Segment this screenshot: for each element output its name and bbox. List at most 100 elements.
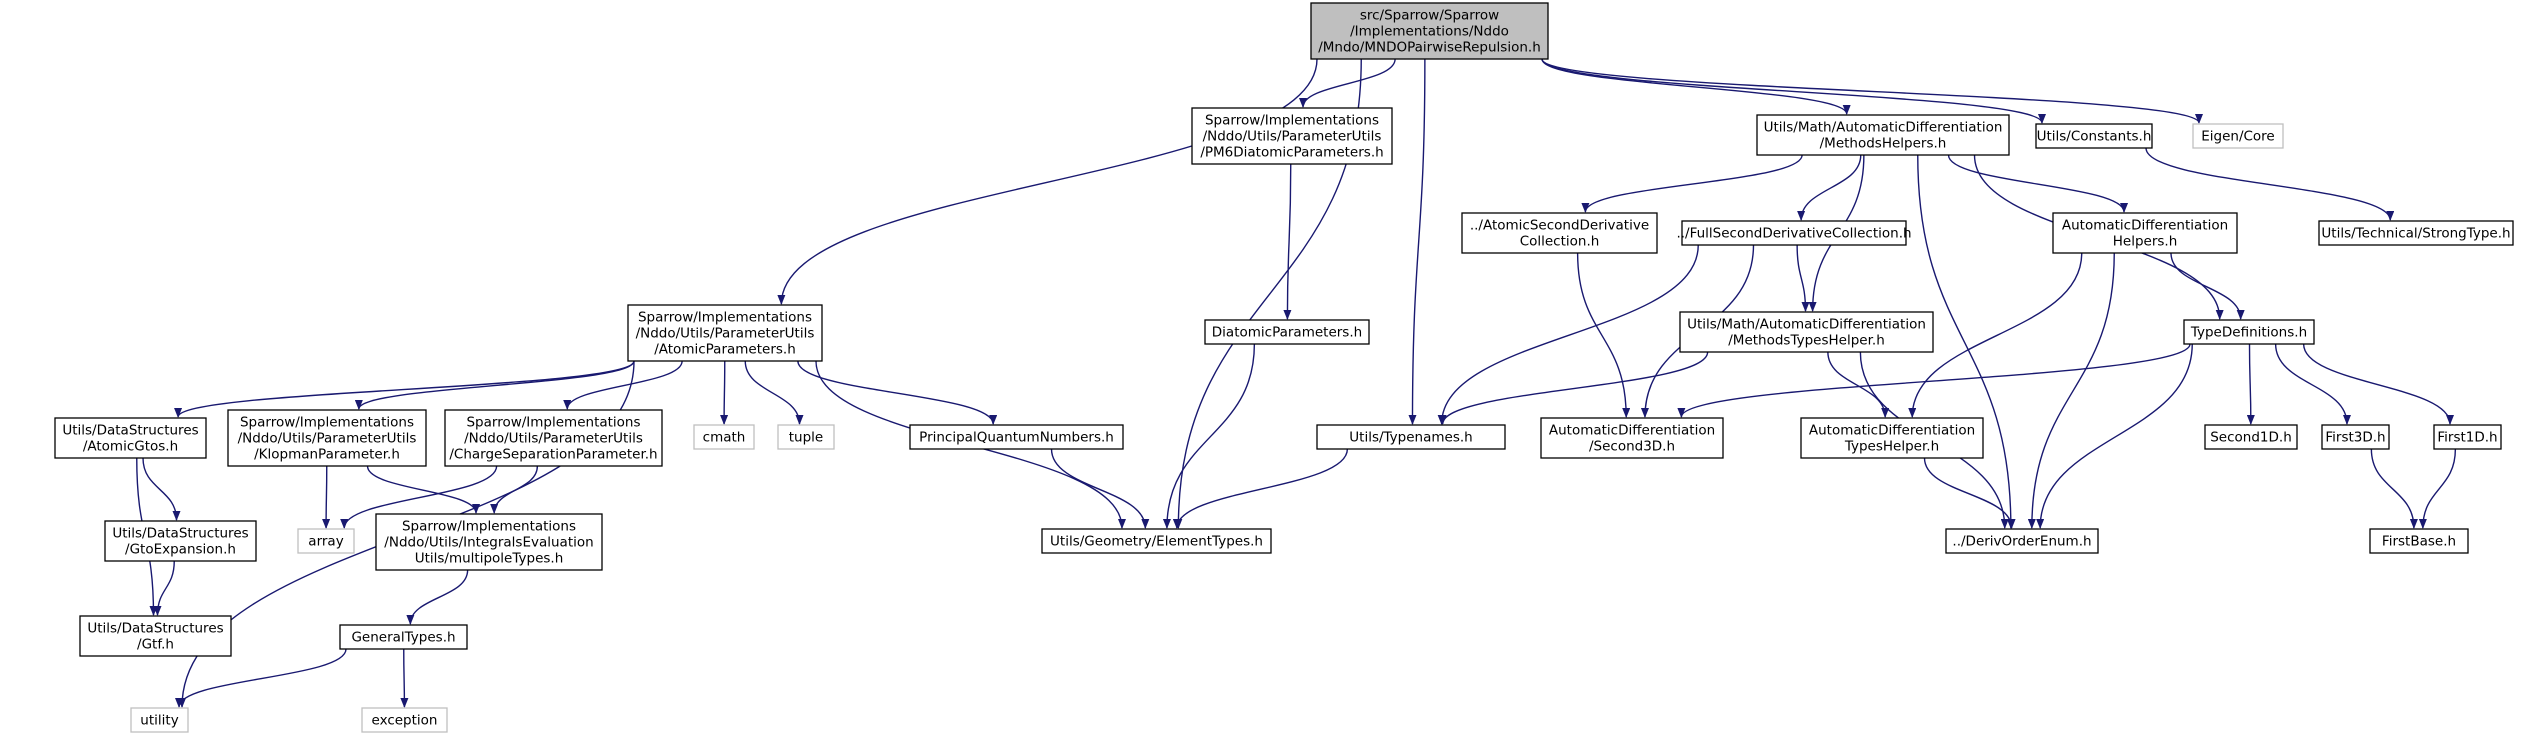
edge-first1d-to-firstbase [2418, 448, 2457, 529]
edge-adtypes-to-derivorder [1923, 457, 2016, 529]
node-pm6[interactable]: Sparrow/Implementations/Nddo/Utils/Param… [1191, 107, 1393, 165]
node-box [2369, 528, 2469, 554]
edge-atomicparams-to-pqn [797, 360, 998, 425]
node-derivorder[interactable]: ../DerivOrderEnum.h [1945, 528, 2099, 554]
node-label-line: Utils/Constants.h [2037, 129, 2152, 145]
node-gtf[interactable]: Utils/DataStructures/Gtf.h [79, 615, 232, 657]
node-eigencore: Eigen/Core [2192, 123, 2284, 149]
node-label-line: Collection.h [1520, 234, 1600, 250]
node-methodstypes[interactable]: Utils/Math/AutomaticDifferentiation/Meth… [1679, 311, 1934, 353]
node-constants[interactable]: Utils/Constants.h [2035, 123, 2153, 149]
edge-methodshelpers-to-derivorder [1917, 154, 2015, 529]
edge-adhelpers-to-derivorder [2027, 252, 2115, 529]
node-label-line: array [308, 534, 343, 550]
node-pqn[interactable]: PrincipalQuantumNumbers.h [909, 424, 1124, 450]
node-label-line: TypesHelper.h [1844, 439, 1939, 455]
node-label-line: /Nddo/Utils/ParameterUtils [1203, 129, 1382, 145]
node-utility: utility [130, 707, 189, 733]
node-box [2318, 220, 2514, 246]
edge-klopman-to-array [322, 465, 331, 529]
node-box [627, 304, 823, 362]
edge-fullsecond-to-typenames [1437, 244, 1699, 425]
node-first1d[interactable]: First1D.h [2433, 424, 2502, 450]
node-label-line: Sparrow/Implementations [1205, 113, 1379, 129]
node-diatomic[interactable]: DiatomicParameters.h [1204, 319, 1370, 345]
node-box [361, 707, 448, 733]
node-second1d[interactable]: Second1D.h [2204, 424, 2298, 450]
edge-typedefs-to-first3d [2274, 343, 2351, 425]
node-first3d[interactable]: First3D.h [2321, 424, 2390, 450]
node-label-line: /Gtf.h [137, 637, 174, 653]
edge-pm6-to-diatomic [1283, 163, 1292, 320]
node-atomicgtos[interactable]: Utils/DataStructures/AtomicGtos.h [54, 417, 207, 459]
node-label-line: /KlopmanParameter.h [254, 447, 400, 463]
node-label-line: Utils/Math/AutomaticDifferentiation [1687, 317, 1926, 333]
edge-typedefs-to-second1d [2246, 343, 2255, 425]
node-multipole[interactable]: Sparrow/Implementations/Nddo/Utils/Integ… [375, 513, 603, 571]
node-box [375, 513, 603, 571]
edge-diatomic-to-elementtypes [1162, 343, 1256, 529]
node-firstbase[interactable]: FirstBase.h [2369, 528, 2469, 554]
node-box [1681, 220, 1907, 246]
node-label-line: ../AtomicSecondDerivative [1470, 218, 1649, 234]
node-label-line: Utils/Geometry/ElementTypes.h [1050, 534, 1263, 550]
node-fullsecond[interactable]: ../FullSecondDerivativeCollection.h [1676, 220, 1912, 246]
edge-methodstypes-to-adtypes [1827, 351, 1890, 418]
node-methodshelpers[interactable]: Utils/Math/AutomaticDifferentiation/Meth… [1756, 114, 2010, 156]
node-label-line: ../FullSecondDerivativeCollection.h [1676, 226, 1911, 242]
node-label-line: AutomaticDifferentiation [1549, 423, 1715, 439]
node-typedefs[interactable]: TypeDefinitions.h [2183, 319, 2315, 345]
node-chargesep[interactable]: Sparrow/Implementations/Nddo/Utils/Param… [444, 409, 663, 467]
node-box [2321, 424, 2390, 450]
node-box [130, 707, 189, 733]
node-label-line: AutomaticDifferentiation [2062, 218, 2228, 234]
node-tuple: tuple [777, 424, 835, 450]
node-label-line: cmath [703, 430, 746, 446]
node-label-line: /Nddo/Utils/ParameterUtils [464, 431, 643, 447]
node-label-line: /MethodsHelpers.h [1820, 136, 1947, 152]
edge-atomicsecond-to-second3d [1576, 252, 1631, 418]
edge-root-to-constants [1541, 58, 2046, 124]
node-atomicparams[interactable]: Sparrow/Implementations/Nddo/Utils/Param… [627, 304, 823, 362]
node-label-line: /Second3D.h [1589, 439, 1675, 455]
node-box [1800, 417, 1984, 459]
node-box [1945, 528, 2099, 554]
node-box [1679, 311, 1934, 353]
node-label-line: Utils/DataStructures [87, 621, 223, 637]
node-label-line: First1D.h [2437, 430, 2497, 446]
edge-gtoexp-to-gtf [153, 560, 175, 616]
node-label-line: Utils/Math/AutomaticDifferentiation [1764, 120, 2003, 136]
node-label-line: /Nddo/Utils/ParameterUtils [636, 326, 815, 342]
node-label-line: FirstBase.h [2382, 534, 2456, 550]
node-elementtypes[interactable]: Utils/Geometry/ElementTypes.h [1041, 528, 1272, 554]
node-box [54, 417, 207, 459]
node-label-line: First3D.h [2325, 430, 2385, 446]
edge-root-to-methodshelpers [1541, 58, 1851, 115]
node-gtoexp[interactable]: Utils/DataStructures/GtoExpansion.h [104, 520, 257, 562]
node-label-line: GeneralTypes.h [351, 630, 455, 646]
edge-atomicparams-to-klopman [354, 360, 635, 410]
node-label-line: Second1D.h [2210, 430, 2292, 446]
edge-root-to-atomicparams [777, 58, 1318, 305]
node-klopman[interactable]: Sparrow/Implementations/Nddo/Utils/Param… [227, 409, 427, 467]
node-box [297, 528, 355, 554]
edge-root-to-eigencore [1541, 58, 2203, 124]
node-box [2052, 212, 2238, 254]
node-label-line: /AtomicParameters.h [654, 342, 796, 358]
edge-adhelpers-to-typedefs [2170, 252, 2245, 320]
node-label-line: /Mndo/MNDOPairwiseRepulsion.h [1318, 40, 1541, 56]
node-second3d[interactable]: AutomaticDifferentiation/Second3D.h [1540, 417, 1724, 459]
node-root[interactable]: src/Sparrow/Sparrow/Implementations/Nddo… [1310, 2, 1549, 60]
edge-generaltypes-to-utility [175, 648, 347, 708]
node-generaltypes[interactable]: GeneralTypes.h [339, 624, 468, 650]
node-box [777, 424, 835, 450]
node-label-line: Utils/Technical/StrongType.h [2321, 226, 2510, 242]
node-box [444, 409, 663, 467]
node-strongtype[interactable]: Utils/Technical/StrongType.h [2318, 220, 2514, 246]
edge-adhelpers-to-adtypes [1908, 252, 2083, 418]
node-typenames[interactable]: Utils/Typenames.h [1316, 424, 1506, 450]
node-box [1191, 107, 1393, 165]
